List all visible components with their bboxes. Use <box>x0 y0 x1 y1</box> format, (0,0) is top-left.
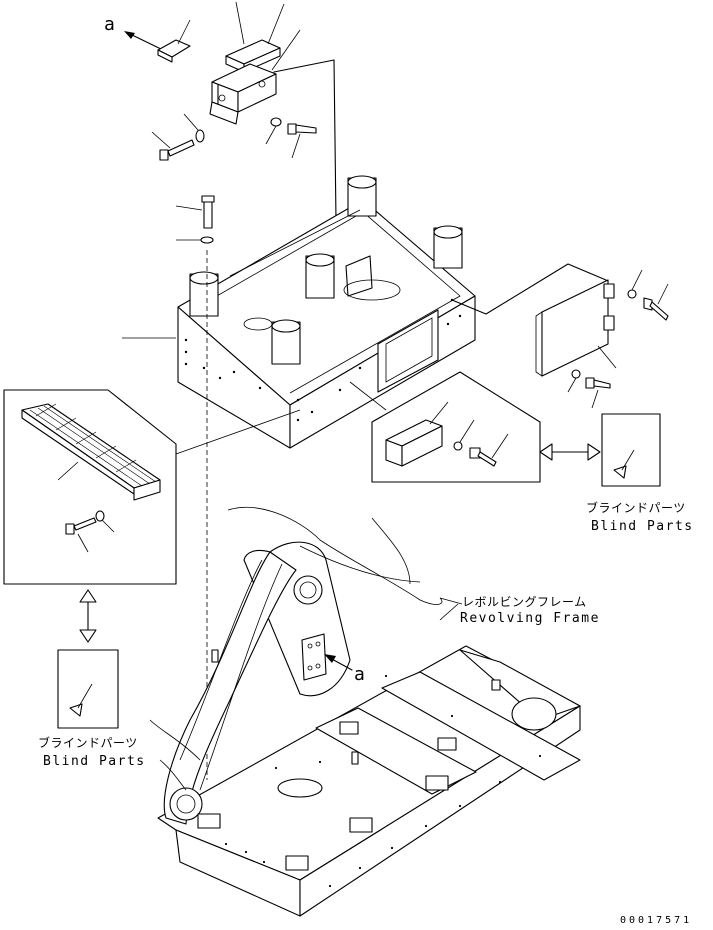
blind-parts-box-left <box>57 649 119 729</box>
revolving-frame <box>149 506 581 917</box>
revolving-frame-en: Revolving Frame <box>460 611 600 626</box>
blind-parts-jp-left: ブラインドパーツ <box>38 736 138 750</box>
drawing-number: 00017571 <box>620 915 693 926</box>
arrow-a-label-top: a <box>104 14 115 35</box>
column-bolt <box>175 195 215 244</box>
revolving-frame-jp: レボルビングフレーム <box>462 595 587 609</box>
bracket-detail-box <box>349 371 601 483</box>
blind-parts-box-right <box>601 413 661 487</box>
blind-parts-jp-right: ブラインドパーツ <box>586 501 686 515</box>
arrow-a-label-frame: a <box>354 664 365 685</box>
blind-parts-en-right: Blind Parts <box>591 519 694 534</box>
blind-parts-en-left: Blind Parts <box>43 754 146 769</box>
top-bracket-assembly <box>124 1 337 221</box>
main-box-frame <box>122 175 476 780</box>
step-detail-box <box>3 389 301 643</box>
side-cover-plate <box>451 263 669 409</box>
